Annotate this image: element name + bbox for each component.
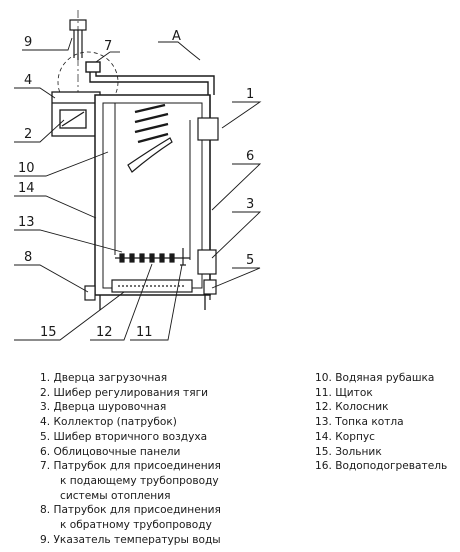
legend-item-10: 10. Водяная рубашка <box>315 372 435 384</box>
collector-box <box>51 91 101 137</box>
leader-lines <box>14 37 262 341</box>
legend-item-11: 11. Щиток <box>315 386 373 399</box>
legend-item-1: 1. Дверца загрузочная <box>40 372 168 384</box>
callout-13: 13 <box>18 215 35 230</box>
callout-7: 7 <box>104 39 112 54</box>
boiler-body <box>94 94 211 296</box>
legend-item-7c: системы отопления <box>60 489 171 502</box>
callout-12: 12 <box>96 325 113 340</box>
callout-4: 4 <box>24 73 32 88</box>
legend-right: 10. Водяная рубашка 11. Щиток 12. Колосн… <box>315 371 460 474</box>
legend-item-8a: 8. Патрубок для присоединения <box>40 504 221 517</box>
legend-item-14: 14. Корпус <box>315 430 375 443</box>
ash-pan <box>111 279 193 293</box>
legend-left: 1. Дверца загрузочная 2. Шибер регулиров… <box>40 371 290 547</box>
legend-item-3: 3. Дверца шуровочная <box>40 401 167 414</box>
callout-9: 9 <box>24 35 32 50</box>
legend-item-16: 16. Водоподогреватель <box>315 460 448 473</box>
shield <box>180 248 186 266</box>
legend-item-13: 13. Топка котла <box>315 416 404 429</box>
callout-2: 2 <box>24 127 32 142</box>
callout-1: 1 <box>246 87 254 102</box>
legend-item-5: 5. Шибер вторичного воздуха <box>40 430 208 443</box>
callout-3: 3 <box>246 197 254 212</box>
legend-item-2: 2. Шибер регулирования тяги <box>40 386 209 399</box>
supply-pipe <box>85 61 215 95</box>
side-panel <box>197 95 219 300</box>
legend-item-12: 12. Колосник <box>315 401 389 414</box>
legend-item-15: 15. Зольник <box>315 445 382 458</box>
legend-item-4: 4. Коллектор (патрубок) <box>40 416 177 429</box>
legend-item-8b: к обратному трубопроводу <box>60 519 212 532</box>
callout-6: 6 <box>246 149 254 164</box>
callout-a: A <box>172 29 181 44</box>
legend-item-6: 6. Облицовочные панели <box>40 445 181 458</box>
legend-item-9: 9. Указатель температуры воды <box>40 533 221 546</box>
water-heater-tubes <box>134 103 169 144</box>
boiler-legs <box>99 295 206 310</box>
legend-item-7b: к подающему трубопроводу <box>60 474 219 487</box>
baffle-plate <box>127 137 173 173</box>
legend-item-7a: 7. Патрубок для присоединения <box>40 460 221 473</box>
return-pipe <box>84 285 96 301</box>
boiler-diagram: 9 7 A 4 1 2 6 10 14 3 13 8 5 15 12 11 <box>14 10 262 341</box>
callout-5: 5 <box>246 253 254 268</box>
grate <box>115 253 190 263</box>
callout-11: 11 <box>136 325 153 340</box>
callout-10: 10 <box>18 161 35 176</box>
callout-15: 15 <box>40 325 57 340</box>
callout-8: 8 <box>24 250 32 265</box>
callout-14: 14 <box>18 181 35 196</box>
